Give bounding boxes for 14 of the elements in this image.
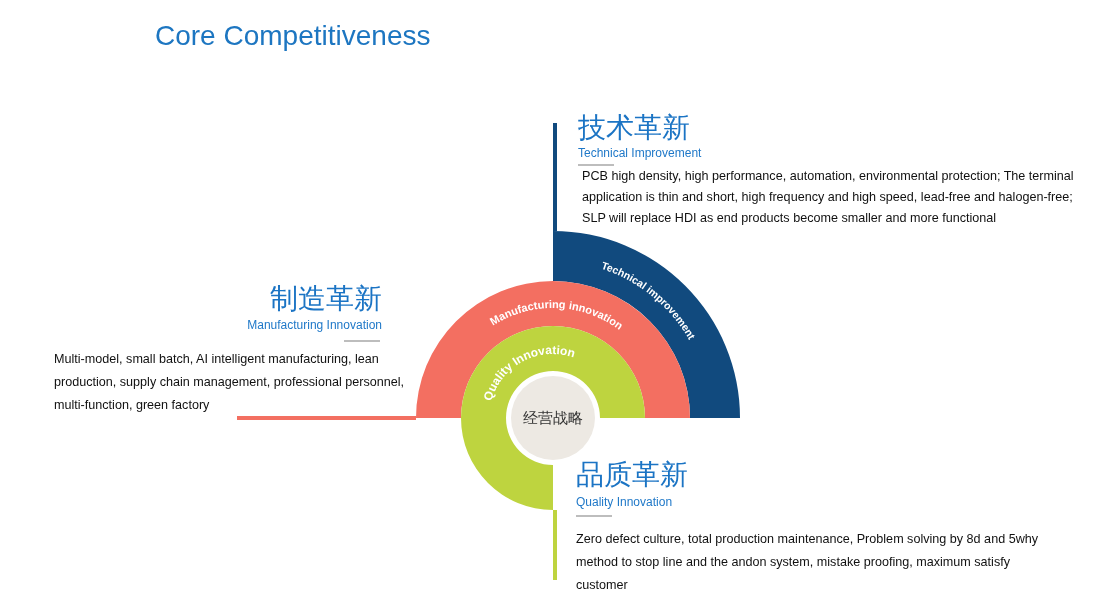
section-description: PCB high density, high performance, automation, environmental protection; The terminal application is thin and short, high frequency and high speed, lead-free and halogen-free; SLP will replace HDI as end products become smaller and more functional (581, 168, 1075, 227)
connector-line (553, 123, 557, 231)
section-heading: 品质革新 (576, 460, 688, 490)
section-description: Zero defect culture, total production maintenance, Problem solving by 8d and 5why method to stop line and the andon system, mistake proofing, maximum satisfy customer (576, 531, 1040, 594)
hub-label: 经营战略 (523, 408, 583, 428)
section-subtitle: Technical Improvement (578, 146, 702, 160)
section-subtitle: Quality Innovation (576, 495, 673, 509)
connector-line (553, 510, 557, 580)
section-heading: 技术革新 (578, 113, 690, 143)
section-subtitle: Manufacturing Innovation (247, 318, 382, 332)
section-heading: 制造革新 (270, 284, 382, 314)
connector-line (237, 416, 416, 420)
section-description: Multi-model, small batch, AI intelligent manufacturing, lean production, supply chain management, professional personnel, multi-function, green factory (54, 351, 406, 414)
page-title: Core Competitiveness (155, 19, 431, 53)
